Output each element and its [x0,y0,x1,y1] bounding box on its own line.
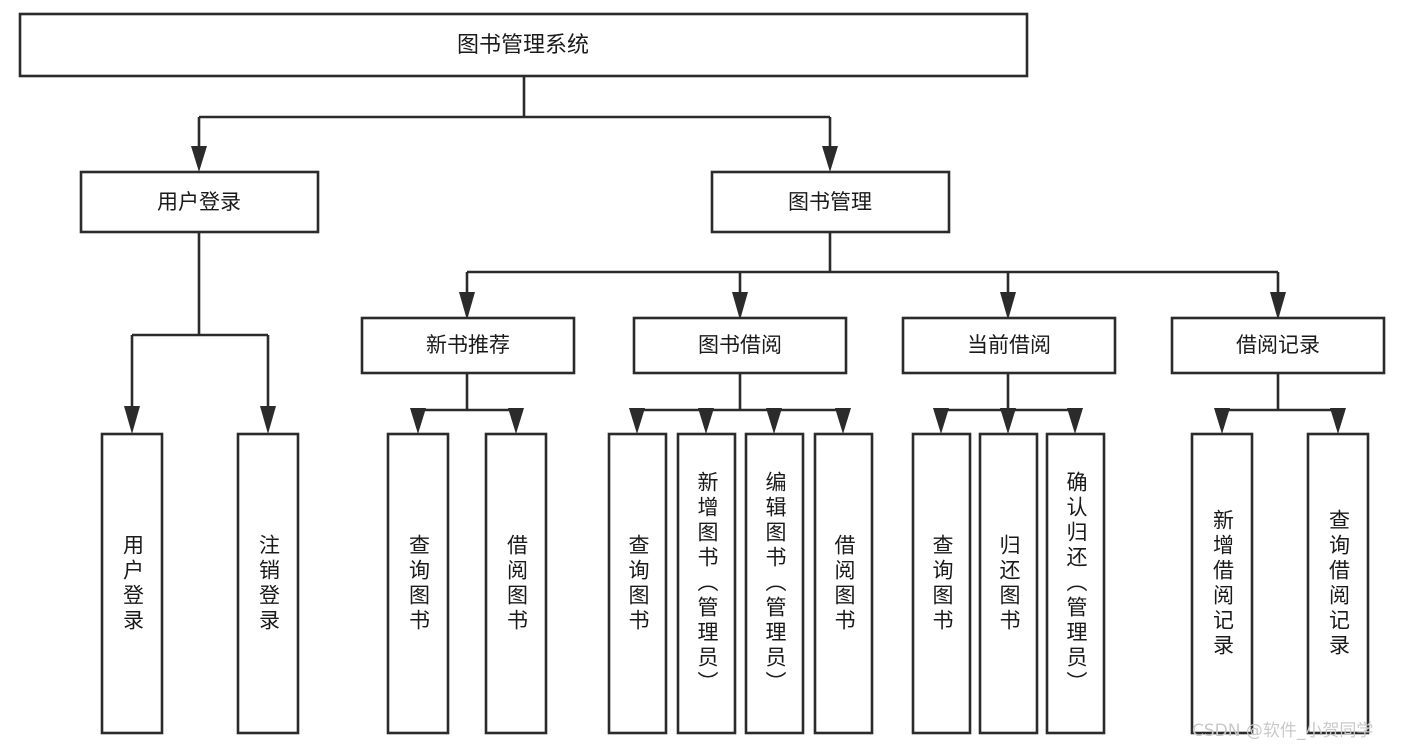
arrow-head-book-mgmt [822,146,838,172]
leaf-boxes-current-borrow [911,432,1106,735]
node-label-title: 图书管理系统 [457,33,589,58]
connector-group-user-login [124,232,276,434]
node-book-management[interactable]: 图书管理 [710,170,951,234]
node-label-new-book-recommend: 新书推荐 [426,333,510,357]
arrow-head-leaf-user-login-2 [260,406,276,434]
arrow-head-leaf-bookborrow-2 [698,408,714,434]
arrow-head-book-borrow [732,292,748,320]
arrow-head-user-login [191,146,207,172]
node-box-book-management [710,170,951,234]
arrow-head-leaf-currentborrow-3 [1067,408,1083,434]
arrow-head-current-borrow [1000,292,1016,320]
node-current-borrow[interactable]: 当前借阅 [901,316,1117,375]
leaf-boxes-book-borrow [607,432,874,735]
node-box-user-login [79,170,320,234]
connector-group-book-borrow [629,373,851,434]
leaf-box-currentborrow-2[interactable] [978,432,1039,735]
leaf-box-newbook-2[interactable] [484,432,548,735]
arrow-head-leaf-bookborrow-3 [766,408,782,434]
arrow-head-leaf-borrowrecord-1 [1214,408,1230,434]
leaf-box-bookborrow-1[interactable] [607,432,668,735]
connector-group-root [191,76,838,172]
arrow-head-borrow-record [1270,292,1286,320]
arrow-head-leaf-newbook-2 [508,408,524,434]
leaf-box-user-login-1[interactable] [100,432,164,735]
leaf-box-borrowrecord-2[interactable] [1306,432,1370,735]
node-borrow-record[interactable]: 借阅记录 [1170,316,1386,375]
arrow-head-leaf-borrowrecord-2 [1330,408,1346,434]
node-user-login[interactable]: 用户登录 [79,170,320,234]
arrow-head-leaf-newbook-1 [410,408,426,434]
node-box-borrow-record [1170,316,1386,375]
leaf-box-bookborrow-4[interactable] [813,432,874,735]
leaf-box-borrowrecord-1[interactable] [1190,432,1254,735]
arrow-head-leaf-currentborrow-2 [1000,408,1016,434]
connector-group-current-borrow [933,373,1083,434]
node-box-book-borrow [632,316,848,375]
connector-group-borrow-record [1214,373,1346,434]
arrow-head-leaf-bookborrow-4 [835,408,851,434]
node-box-current-borrow [901,316,1117,375]
node-new-book-recommend[interactable]: 新书推荐 [360,316,576,375]
node-box-title [18,12,1029,78]
connector-group-book-mgmt [459,232,1286,320]
node-label-book-borrow: 图书借阅 [698,333,782,357]
leaf-box-newbook-1[interactable] [386,432,450,735]
leaf-box-user-login-2[interactable] [236,432,300,735]
leaf-box-currentborrow-3[interactable] [1045,432,1106,735]
leaf-boxes-borrow-record [1190,432,1370,735]
node-book-management-system[interactable]: 图书管理系统 [18,12,1029,78]
leaf-box-bookborrow-2[interactable] [676,432,737,735]
arrow-head-new-book-recommend [459,292,475,320]
node-label-current-borrow: 当前借阅 [967,333,1051,357]
leaf-box-currentborrow-1[interactable] [911,432,972,735]
node-book-borrow[interactable]: 图书借阅 [632,316,848,375]
leaf-boxes-user-login [100,432,300,735]
arrow-head-leaf-user-login-1 [124,406,140,434]
node-label-book-management: 图书管理 [788,190,872,214]
connector-group-new-book-recommend [410,373,524,434]
arrow-head-leaf-bookborrow-1 [629,408,645,434]
leaf-box-bookborrow-3[interactable] [744,432,805,735]
csdn-watermark: CSDN @软件_小贺同学 [1192,721,1374,741]
node-box-new-book-recommend [360,316,576,375]
node-label-user-login: 用户登录 [157,190,241,214]
leaf-boxes-new-book-recommend [386,432,548,735]
arrow-head-leaf-currentborrow-1 [933,408,949,434]
node-label-borrow-record: 借阅记录 [1236,333,1320,357]
